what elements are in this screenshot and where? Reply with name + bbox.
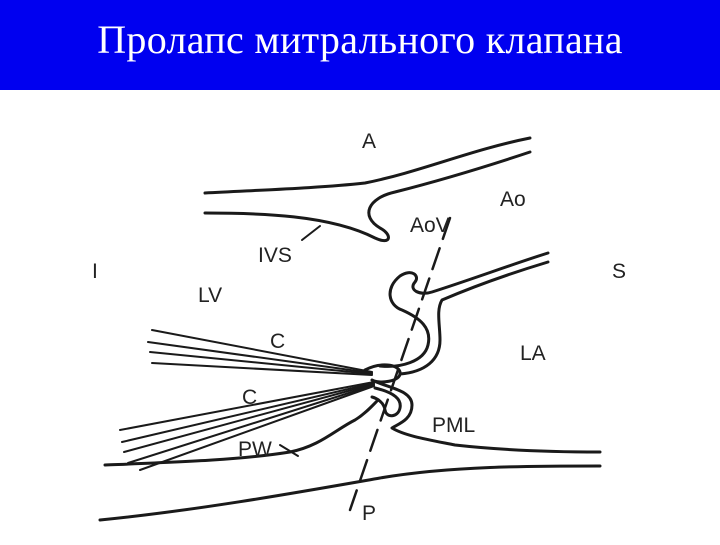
ivs-pointer — [301, 225, 321, 241]
label-Ao: Ao — [500, 188, 526, 211]
label-LV: LV — [198, 284, 222, 307]
label-C-lower: C — [242, 386, 257, 409]
pw-pointer — [279, 444, 299, 457]
label-AoV: AoV — [410, 214, 450, 237]
label-C-upper: C — [270, 330, 285, 353]
label-I: I — [92, 260, 98, 283]
label-P: P — [362, 502, 376, 525]
chordae-upper — [147, 329, 373, 376]
aortic-valve-leaflet — [378, 251, 550, 368]
diagram-svg: A Ao AoV IVS I S LV C LA C PML PW P — [92, 130, 626, 525]
label-A: A — [362, 130, 376, 153]
mitral-valve-diagram: A Ao AoV IVS I S LV C LA C PML PW P — [0, 90, 720, 540]
posterior-wall — [103, 398, 380, 467]
slide-title: Пролапс митрального клапана — [97, 17, 623, 62]
label-S: S — [612, 260, 626, 283]
label-LA: LA — [520, 342, 546, 365]
label-IVS: IVS — [258, 244, 292, 267]
posterior-mitral-leaflet — [363, 363, 602, 454]
interventricular-septum-wall — [203, 150, 532, 243]
left-atrium-upper-wall — [398, 260, 550, 376]
title-bar: Пролапс митрального клапана — [0, 0, 720, 90]
chordae-lower — [119, 381, 375, 471]
posterior-wall-lower — [98, 464, 602, 522]
aorta-upper-wall — [203, 136, 532, 195]
mitral-annulus-dashed-line — [348, 216, 452, 512]
label-PW: PW — [238, 438, 272, 461]
label-PML: PML — [432, 414, 475, 437]
posterior-leaflet-inner — [370, 386, 402, 418]
